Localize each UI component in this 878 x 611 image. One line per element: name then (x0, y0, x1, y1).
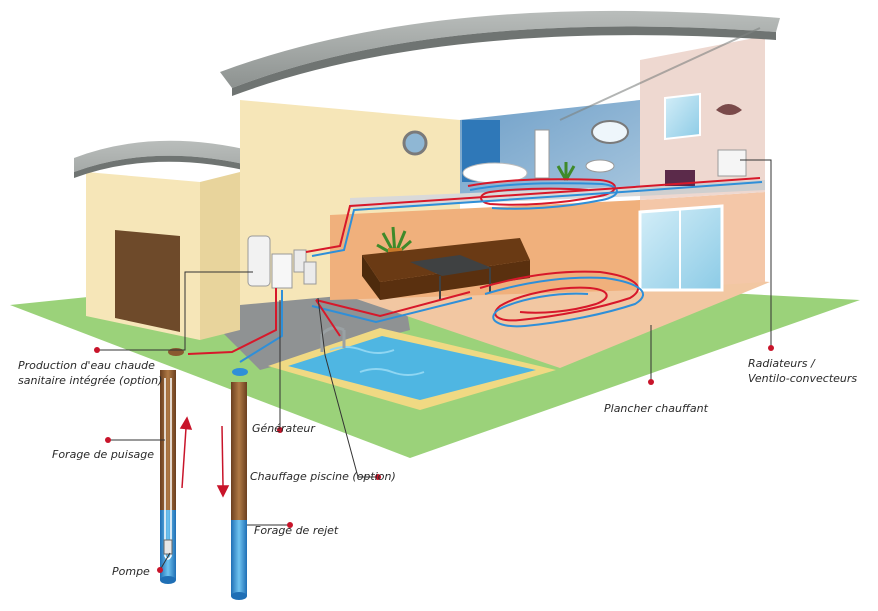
label-production-line1: Production d'eau chaude (18, 359, 155, 372)
label-radiateurs-line1: Radiateurs / (748, 357, 815, 370)
label-radiateurs-line2: Ventilo-convecteurs (748, 372, 858, 385)
label-forage-puisage: Forage de puisage (52, 448, 155, 461)
label-generateur: Générateur (252, 422, 315, 435)
leader-dots (94, 345, 774, 573)
kitchen-counter (362, 238, 530, 300)
label-forage-rejet: Forage de rejet (254, 524, 339, 537)
well-puisage (160, 370, 176, 584)
plancher-chauffant-coils (467, 178, 644, 328)
leader-lines (97, 159, 772, 571)
label-chauffage-piscine: Chauffage piscine (option) (250, 470, 396, 483)
label-plancher-chauffant: Plancher chauffant (604, 402, 708, 415)
flow-arrows (179, 416, 230, 498)
generator-units (247, 235, 317, 289)
label-production-line2: sanitaire intégrée (option) (18, 374, 163, 387)
label-pompe: Pompe (112, 565, 150, 578)
well-rejet (231, 382, 247, 600)
service-pipes (187, 177, 763, 363)
swimming-pool (268, 326, 556, 410)
plant-upstairs (556, 162, 576, 181)
